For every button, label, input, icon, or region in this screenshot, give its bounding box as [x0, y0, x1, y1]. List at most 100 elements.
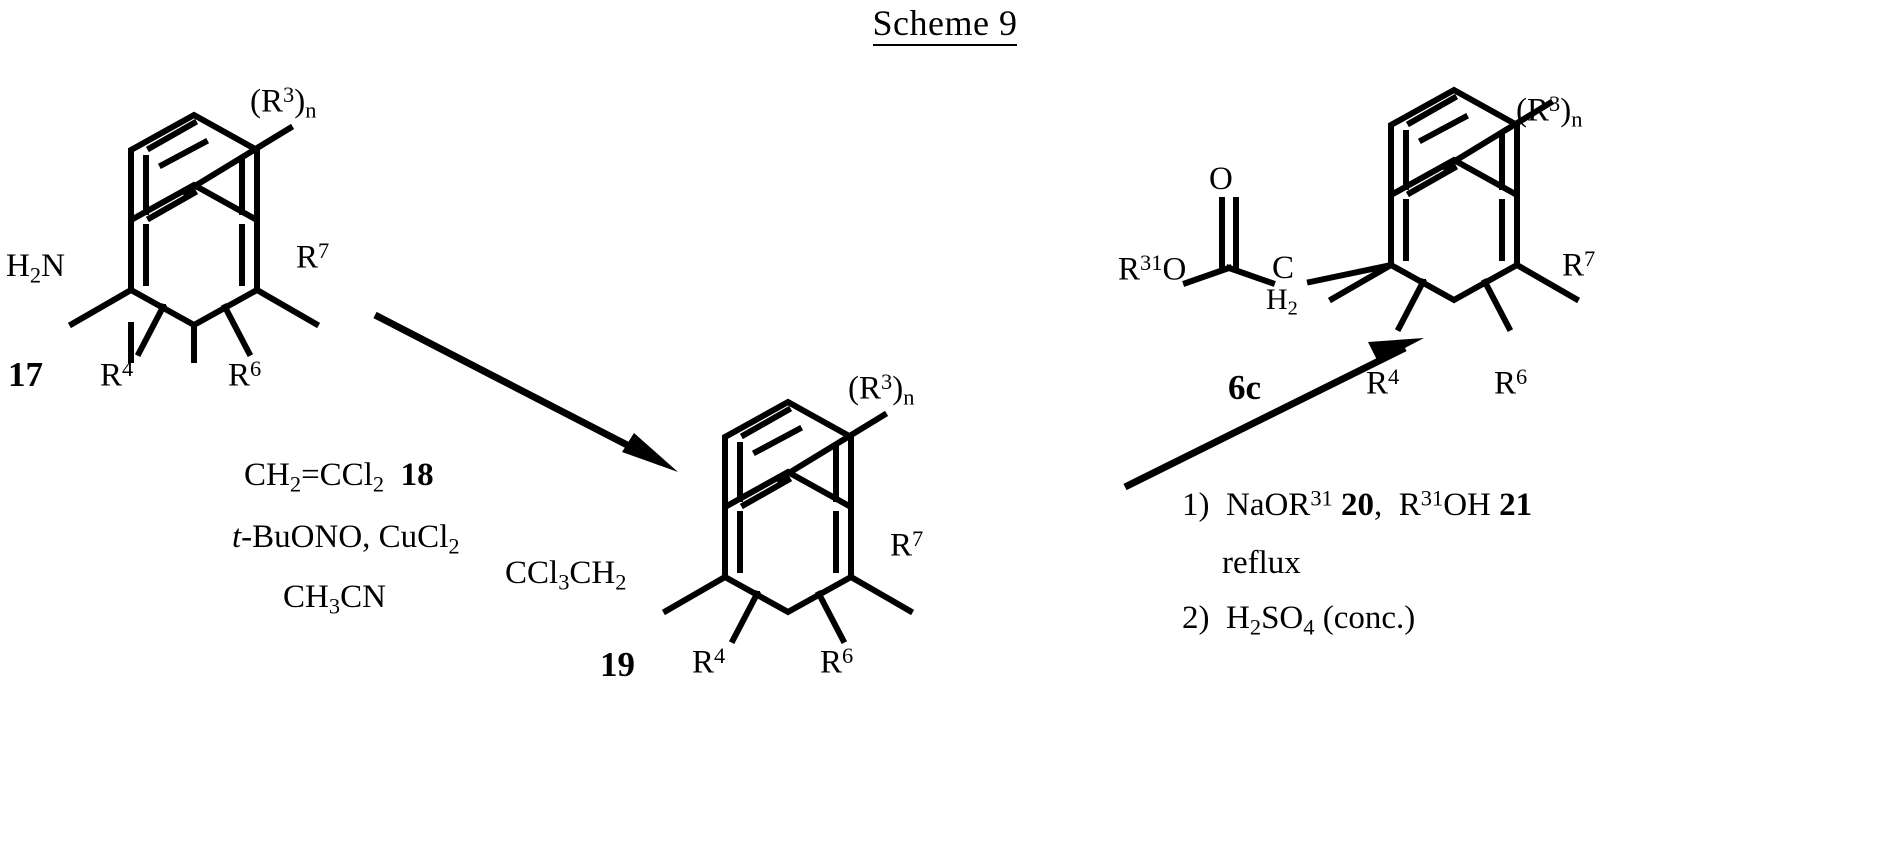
compound-label-19: 19	[600, 645, 635, 685]
intermediate-r3-label: (R3)n	[848, 371, 914, 409]
amine-h: H	[6, 248, 30, 284]
r6-superscript-19: 6	[842, 643, 853, 668]
r7-base-19: R	[890, 527, 912, 563]
intermediate-r4-label: R4	[692, 645, 725, 679]
r3-open-paren-6c: (R	[1516, 92, 1549, 128]
product-methylene-h-label: H2	[1266, 285, 1298, 319]
intermediate-r6-label: R6	[820, 645, 853, 679]
conditions-left-line-3-wrap: CH3CN	[283, 574, 386, 623]
amine-n: N	[41, 248, 65, 284]
ccl3-sub: 3	[558, 569, 569, 594]
r31oh-tail: OH	[1443, 487, 1491, 523]
r3-superscript: 3	[283, 82, 294, 107]
compound-label-18: 18	[401, 457, 434, 493]
intermediate-r7-label: R7	[890, 528, 923, 562]
h2so4-o-sub: 4	[1303, 614, 1314, 639]
ester-oxygen: O	[1162, 251, 1186, 287]
tbuono-t-prefix: t	[232, 519, 241, 555]
ch2-sub: 2	[615, 569, 626, 594]
conditions-left-line-1: CH2=CCl2 18	[244, 452, 434, 501]
r31oh-superscript: 31	[1421, 486, 1443, 511]
conditions-right-block: 1) NaOR31 20, R31OH 21	[1182, 482, 1532, 530]
r3-subscript-n-19: n	[903, 385, 914, 410]
product-carbonyl-oxygen-label: O	[1209, 163, 1233, 196]
product-r3-label: (R3)n	[1516, 93, 1582, 131]
product-methylene-c-label: C	[1272, 252, 1294, 285]
conditions-right-line-3-wrap: 2) H2SO4 (conc.)	[1182, 595, 1415, 644]
h2so4-conc: (conc.)	[1323, 600, 1416, 636]
ester-r-superscript: 31	[1140, 250, 1162, 275]
reagent18-ccl: =CCl	[301, 457, 373, 493]
r6-superscript-6c: 6	[1516, 364, 1527, 389]
step-1-marker: 1)	[1182, 487, 1210, 523]
reagent18-ch-sub: 2	[290, 471, 301, 496]
reactant-lower-ring	[131, 185, 257, 325]
compound-label-17: 17	[8, 355, 43, 395]
r7-base-6c: R	[1562, 247, 1584, 283]
naor31-superscript: 31	[1310, 486, 1332, 511]
r3-superscript-19: 3	[881, 369, 892, 394]
r7-superscript: 7	[318, 238, 329, 263]
r3-subscript-n-6c: n	[1571, 107, 1582, 132]
conditions-left-line-2: t-BuONO, CuCl2	[232, 514, 460, 563]
reactant-r7-bond	[257, 290, 316, 324]
methylene-h: H	[1266, 283, 1288, 316]
r6-base-19: R	[820, 644, 842, 680]
intermediate-structure-skeleton	[666, 402, 910, 612]
r4-superscript-19: 4	[714, 643, 725, 668]
ch3cn-ch: CH	[283, 579, 329, 615]
r3-close-paren-19: )	[892, 370, 903, 406]
reactant-r3-tick	[162, 142, 205, 165]
compound-label-21: 21	[1499, 487, 1532, 523]
reactant-amine-bond	[72, 290, 131, 324]
r3-close-paren-6c: )	[1560, 92, 1571, 128]
reagent18-ccl-sub: 2	[373, 471, 384, 496]
reactant-r7-label: R7	[296, 240, 329, 274]
r4-base: R	[100, 357, 122, 393]
reaction-arrow-1	[375, 315, 678, 472]
reactant-r4-label: R4	[100, 358, 133, 392]
product-r4-label: R4	[1366, 366, 1399, 400]
r3-close-paren: )	[294, 83, 305, 119]
r4-superscript-6c: 4	[1388, 364, 1399, 389]
h2so4-so: SO	[1261, 600, 1303, 636]
reagent18-ch: CH	[244, 457, 290, 493]
cucl2-sub: 2	[448, 533, 459, 558]
r4-superscript: 4	[122, 356, 133, 381]
r3-subscript-n: n	[305, 98, 316, 123]
r31oh-base: R	[1399, 487, 1421, 523]
conditions-left-block: CH2=CCl2 18	[244, 452, 434, 501]
r7-superscript-19: 7	[912, 526, 923, 551]
h2so4-h-sub: 2	[1250, 614, 1261, 639]
compound-label-6c: 6c	[1228, 368, 1261, 408]
reaction-arrow-2	[1125, 338, 1424, 487]
conditions-right-line-1: 1) NaOR31 20, R31OH 21	[1182, 482, 1532, 530]
amine-h-count: 2	[30, 262, 41, 287]
r6-base-6c: R	[1494, 365, 1516, 401]
reactant-upper-ring	[131, 115, 257, 220]
product-ester-r-label: R31O	[1118, 252, 1186, 286]
ch3cn-sub: 3	[329, 593, 340, 618]
reactant-amine-label: H2N	[6, 250, 65, 287]
ch3cn-cn: CN	[340, 579, 386, 615]
conditions-left-line-3: CH3CN	[283, 574, 386, 623]
ester-r-base: R	[1118, 251, 1140, 287]
r4-base-6c: R	[1366, 365, 1388, 401]
r6-base: R	[228, 357, 250, 393]
ch2-base: CH	[569, 555, 615, 591]
r7-superscript-6c: 7	[1584, 246, 1595, 271]
r7-base: R	[296, 239, 318, 275]
conditions-right-line-2-wrap: reflux	[1222, 540, 1301, 588]
r3-open-paren: (R	[250, 83, 283, 119]
intermediate-side-chain-label: CCl3CH2	[505, 557, 626, 594]
r4-base-19: R	[692, 644, 714, 680]
naor31-base: NaOR	[1226, 487, 1310, 523]
product-r7-label: R7	[1562, 248, 1595, 282]
h2so4-h: H	[1226, 600, 1250, 636]
r3-open-paren-19: (R	[848, 370, 881, 406]
compound-label-20: 20	[1341, 487, 1374, 523]
reactant-r6-label: R6	[228, 358, 261, 392]
conditions-right-line-3: 2) H2SO4 (conc.)	[1182, 595, 1415, 644]
